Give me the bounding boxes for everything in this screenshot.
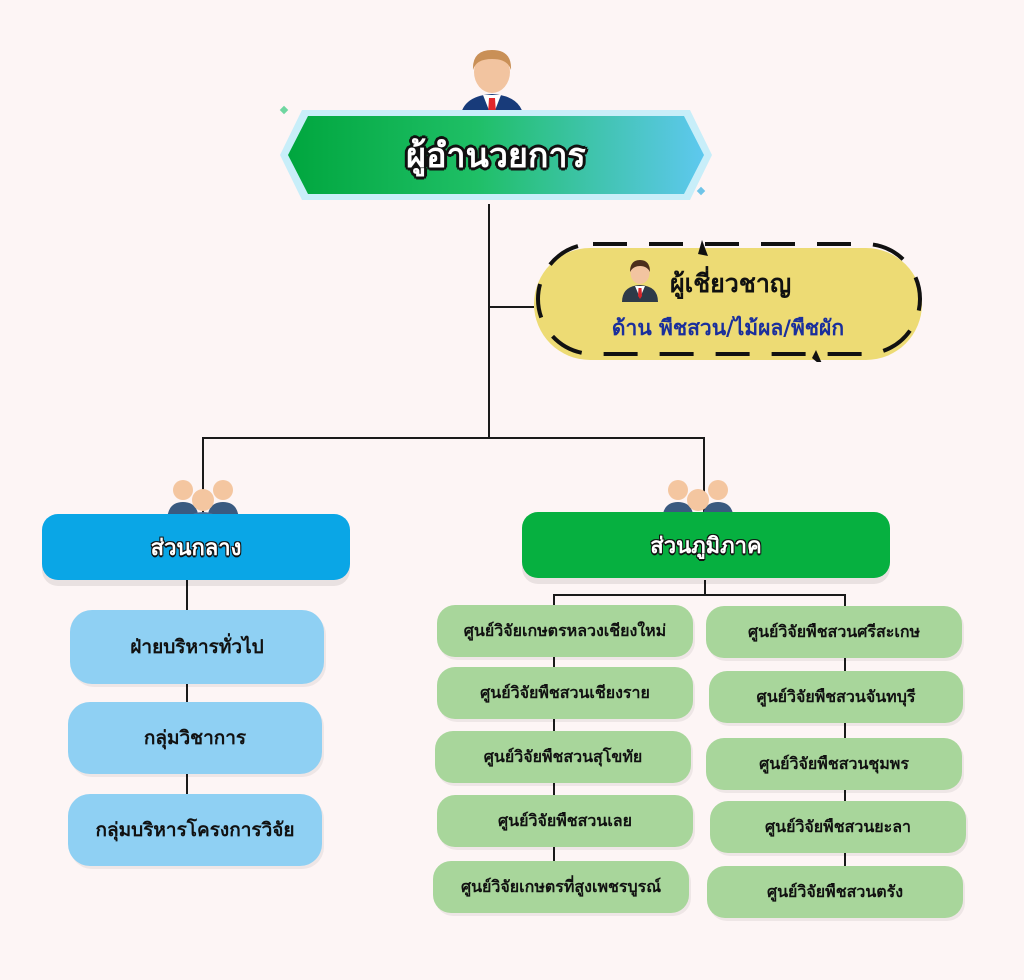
connector-branch-horizontal — [202, 437, 705, 439]
regional-unit-chiang-rai: ศูนย์วิจัยพืชสวนเชียงราย — [437, 667, 693, 719]
connector-regional-drop — [703, 437, 705, 519]
central-unit-academic: กลุ่มวิชาการ — [68, 702, 322, 774]
regional-unit-chumphon: ศูนย์วิจัยพืชสวนชุมพร — [706, 738, 962, 790]
regional-unit-chiang-mai: ศูนย์วิจัยเกษตรหลวงเชียงใหม่ — [437, 605, 693, 657]
central-unit-general-admin: ฝ่ายบริหารทั่วไป — [70, 610, 324, 684]
connector-regional-split — [704, 580, 706, 596]
connector-regional-split-h — [554, 594, 845, 596]
regional-unit-loei: ศูนย์วิจัยพืชสวนเลย — [437, 795, 693, 847]
expert-icon — [622, 260, 658, 302]
expert-box: ผู้เชี่ยวชาญ ด้าน พืชสวน/ไม้ผล/พืชผัก — [532, 240, 924, 362]
regional-header: ส่วนภูมิภาค — [522, 512, 890, 578]
expert-subtitle: ด้าน พืชสวน/ไม้ผล/พืชผัก — [611, 316, 845, 340]
regional-unit-sukhothai: ศูนย์วิจัยพืชสวนสุโขทัย — [435, 731, 691, 783]
connector-central-drop — [202, 437, 204, 519]
connector-expert — [489, 306, 534, 308]
regional-unit-yala: ศูนย์วิจัยพืชสวนยะลา — [710, 801, 966, 853]
regional-unit-sisaket: ศูนย์วิจัยพืชสวนศรีสะเกษ — [706, 606, 962, 658]
central-unit-research-projects: กลุ่มบริหารโครงการวิจัย — [68, 794, 322, 866]
connector-director-trunk — [488, 204, 490, 438]
regional-unit-trang: ศูนย์วิจัยพืชสวนตรัง — [707, 866, 963, 918]
director-banner: ผู้อำนวยการ — [278, 104, 714, 206]
regional-unit-chanthaburi: ศูนย์วิจัยพืชสวนจันทบุรี — [709, 671, 963, 723]
regional-unit-phetchabun: ศูนย์วิจัยเกษตรที่สูงเพชรบูรณ์ — [433, 861, 689, 913]
central-header: ส่วนกลาง — [42, 514, 350, 580]
expert-title: ผู้เชี่ยวชาญ — [670, 269, 792, 298]
director-title: ผู้อำนวยการ — [406, 136, 586, 176]
